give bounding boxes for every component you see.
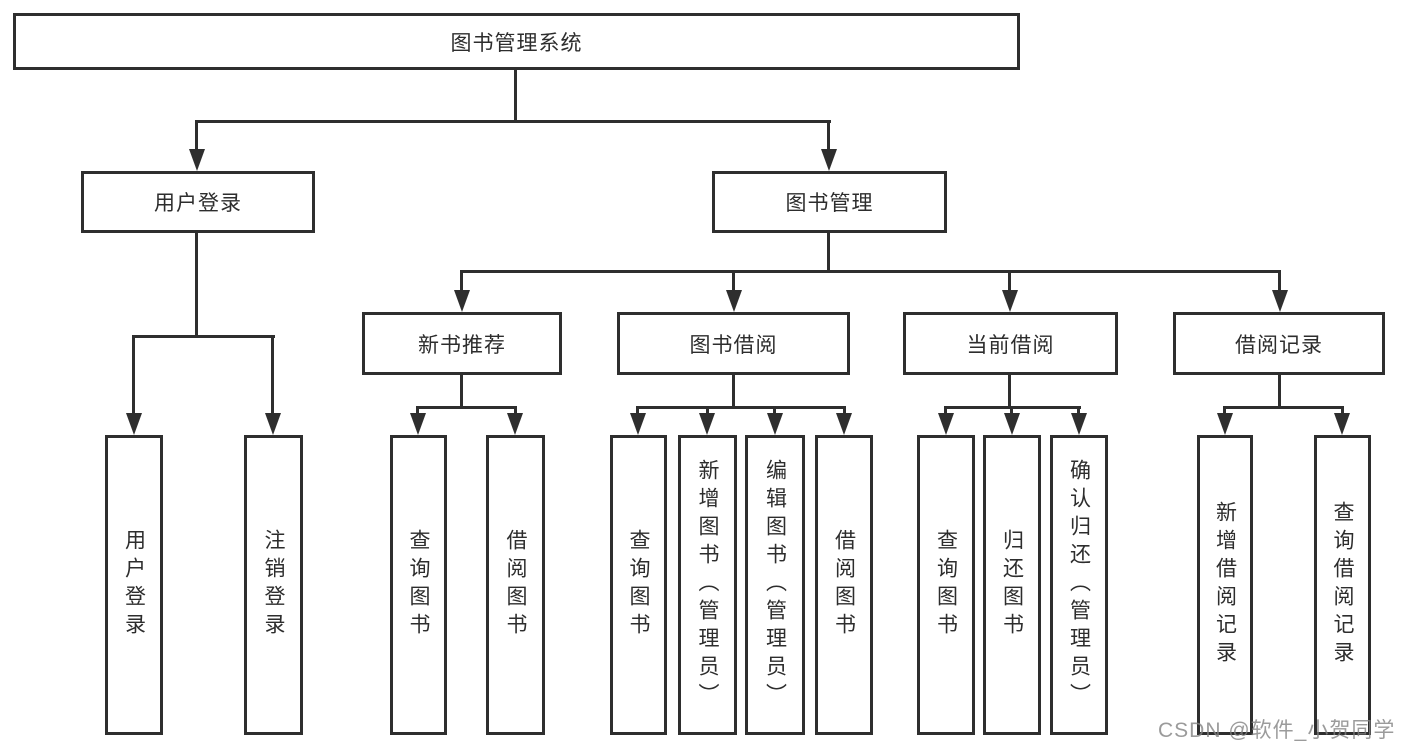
leaf-query-books: 查询图书 <box>610 435 667 735</box>
leaf-add-books-admin: 新增图书（管理员） <box>678 435 737 735</box>
connector-arrow-stem <box>843 406 846 419</box>
node-borrowing-records: 借阅记录 <box>1173 312 1385 375</box>
leaf-return-books: 归还图书 <box>983 435 1041 735</box>
connector-stem-user-login <box>195 233 198 338</box>
arrow-down-icon <box>938 413 954 435</box>
connector-arrow-stem <box>1223 406 1226 419</box>
node-new-book-recommend: 新书推荐 <box>362 312 562 375</box>
leaf-borrow-books: 借阅图书 <box>815 435 873 735</box>
connector-arrow-stem <box>1008 270 1011 296</box>
connector-arrow-stem <box>132 335 135 419</box>
arrow-down-icon <box>630 413 646 435</box>
leaf-edit-books-admin: 编辑图书（管理员） <box>745 435 805 735</box>
connector-stem <box>1278 375 1281 409</box>
connector-arrow-stem <box>1278 270 1281 296</box>
connector-stem <box>732 375 735 409</box>
arrow-down-icon <box>836 413 852 435</box>
connector-arrow-stem <box>195 120 198 155</box>
arrow-down-icon <box>189 149 205 171</box>
arrow-down-icon <box>507 413 523 435</box>
arrow-down-icon <box>1071 413 1087 435</box>
connector-arrow-stem <box>732 270 735 296</box>
leaf-logout: 注销登录 <box>244 435 303 735</box>
connector-arrow-stem <box>1010 406 1013 419</box>
arrow-down-icon <box>1272 290 1288 312</box>
connector-rail <box>636 406 846 409</box>
arrow-down-icon <box>126 413 142 435</box>
node-library-system: 图书管理系统 <box>13 13 1020 70</box>
connector-arrow-stem <box>944 406 947 419</box>
connector-root-stem <box>514 70 517 123</box>
connector-arrow-stem <box>271 335 274 419</box>
connector-rail <box>416 406 517 409</box>
node-current-borrowing: 当前借阅 <box>903 312 1118 375</box>
arrow-down-icon <box>767 413 783 435</box>
connector-rail-user-login <box>132 335 275 338</box>
leaf-confirm-return-admin: 确认归还（管理员） <box>1050 435 1108 735</box>
connector-arrow-stem <box>514 406 517 419</box>
connector-arrow-stem <box>636 406 639 419</box>
arrow-down-icon <box>699 413 715 435</box>
connector-rail-level3 <box>460 270 1281 273</box>
leaf-add-borrow-record: 新增借阅记录 <box>1197 435 1253 735</box>
arrow-down-icon <box>821 149 837 171</box>
connector-arrow-stem <box>460 270 463 296</box>
arrow-down-icon <box>1004 413 1020 435</box>
connector-arrow-stem <box>1077 406 1080 419</box>
csdn-watermark: CSDN @软件_小贺同学 <box>1158 719 1396 742</box>
leaf-query-books: 查询图书 <box>390 435 447 735</box>
connector-stem-book-management <box>827 233 830 273</box>
node-book-management: 图书管理 <box>712 171 947 233</box>
connector-stem <box>1008 375 1011 409</box>
connector-arrow-stem <box>773 406 776 419</box>
connector-stem <box>460 375 463 409</box>
arrow-down-icon <box>1002 290 1018 312</box>
node-user-login: 用户登录 <box>81 171 315 233</box>
leaf-query-books: 查询图书 <box>917 435 975 735</box>
arrow-down-icon <box>726 290 742 312</box>
arrow-down-icon <box>1334 413 1350 435</box>
leaf-borrow-books: 借阅图书 <box>486 435 545 735</box>
connector-arrow-stem <box>706 406 709 419</box>
connector-rail-level1 <box>195 120 831 123</box>
connector-arrow-stem <box>827 120 830 155</box>
connector-rail <box>1223 406 1344 409</box>
arrow-down-icon <box>265 413 281 435</box>
arrow-down-icon <box>454 290 470 312</box>
connector-arrow-stem <box>1341 406 1344 419</box>
connector-arrow-stem <box>416 406 419 419</box>
leaf-query-borrow-record: 查询借阅记录 <box>1314 435 1371 735</box>
arrow-down-icon <box>410 413 426 435</box>
arrow-down-icon <box>1217 413 1233 435</box>
leaf-user-login: 用户登录 <box>105 435 163 735</box>
node-book-borrowing: 图书借阅 <box>617 312 850 375</box>
